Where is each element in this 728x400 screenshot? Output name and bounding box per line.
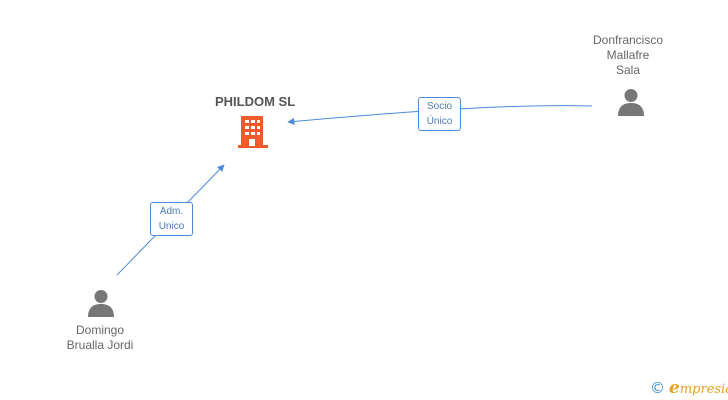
person-icon[interactable] (86, 289, 116, 317)
brand-initial: e (669, 378, 680, 398)
edge-label-adm-unico[interactable]: Adm. Unico (150, 202, 193, 236)
copyright-icon: © (650, 379, 665, 397)
empresia-logo[interactable]: ©empresia (650, 378, 728, 398)
edge-socio-unico (287, 105, 593, 125)
person-name-domingo[interactable]: Domingo Brualla Jordi (66, 323, 134, 352)
building-icon[interactable] (237, 114, 269, 150)
company-name[interactable]: PHILDOM SL (215, 94, 296, 109)
brand-name: mpresia (679, 382, 728, 397)
edge-label-socio-unico[interactable]: Socio Único (418, 97, 461, 131)
person-icon[interactable] (616, 88, 646, 116)
person-name-donfrancisco[interactable]: Donfrancisco Mallafre Sala (592, 33, 664, 77)
